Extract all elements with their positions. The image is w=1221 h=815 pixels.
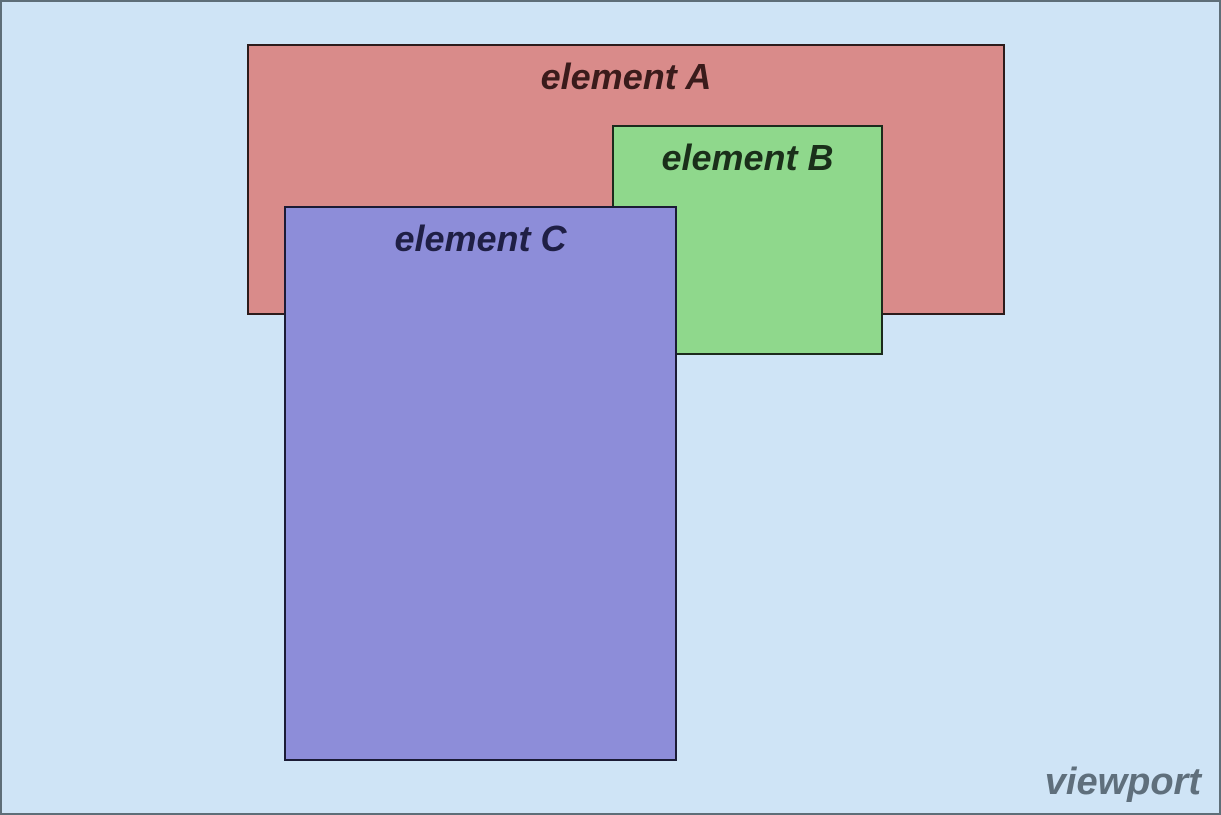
element-c-label: element C <box>394 218 567 259</box>
element-a-label: element A <box>540 56 712 97</box>
viewport-label: viewport <box>1044 761 1201 803</box>
element-c-box: element C <box>284 206 677 761</box>
element-b-label: element B <box>661 137 834 178</box>
element-b-box: element B <box>612 125 883 355</box>
